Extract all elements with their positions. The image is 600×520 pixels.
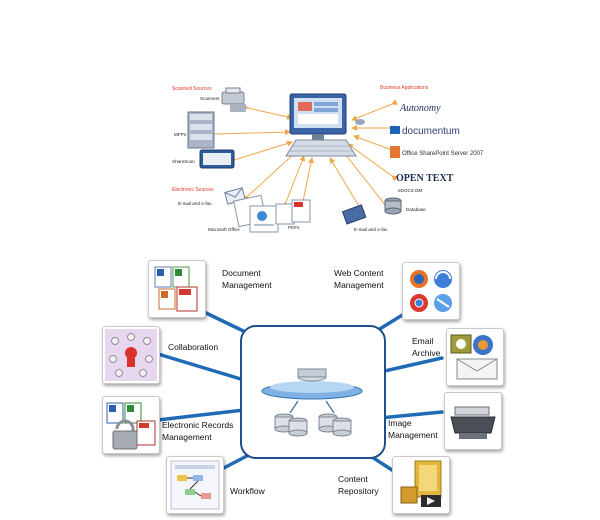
database-icon (384, 197, 402, 215)
database-icon-left (274, 413, 308, 437)
electronic-records-management-tile[interactable] (102, 396, 160, 454)
folder-media-icon (400, 460, 442, 507)
workflow-label: Workflow (230, 486, 265, 496)
web-content-management-label: Web Content Management (334, 268, 384, 290)
top-integration-diagram: Scanned Sources Scanners MFPs ShareScan … (172, 85, 484, 233)
document-management-label: Document Management (222, 268, 272, 290)
emc-mark (390, 126, 400, 134)
microsoft-office-label: Microsoft Office (208, 227, 240, 232)
scanners-label: Scanners (200, 96, 220, 101)
workflow-chart-icon (170, 460, 220, 510)
scanner-icon (450, 406, 496, 439)
hub-graphic (261, 368, 363, 437)
mfps-label: MFPs (174, 132, 187, 137)
collaboration-tile[interactable] (102, 326, 160, 384)
email-archive-label: Email Archive (412, 336, 441, 358)
people-circle-icon (105, 329, 157, 381)
database-label: Database (406, 207, 426, 212)
web-content-management-tile[interactable] (402, 262, 460, 320)
email-efax-left-label: E-mail and e-fax (178, 201, 212, 206)
office-documents-icon (154, 266, 198, 312)
image-management-tile[interactable] (444, 392, 502, 450)
sharepoint-icon (390, 146, 400, 158)
document-management-tile[interactable] (148, 260, 206, 318)
email-efax-right-label: E-mail and e-fax (354, 227, 388, 232)
image-management-label: Image Management (388, 418, 438, 440)
workflow-tile[interactable] (166, 456, 224, 514)
scanner-icon (221, 87, 246, 112)
email-archive-tile[interactable] (446, 328, 504, 386)
content-repository-tile[interactable] (392, 456, 450, 514)
ecm-platform-hub (240, 325, 386, 459)
business-applications-heading: Business Applications (380, 85, 429, 91)
sharescan-label: ShareScan (172, 159, 195, 164)
documentum-logo: documentum (402, 126, 460, 137)
email-archive-icon (450, 334, 498, 380)
scanned-sources-heading: Scanned Sources (172, 86, 212, 92)
locked-documents-icon (106, 402, 156, 450)
workstation-icon (285, 93, 365, 157)
database-icon-right (318, 413, 352, 437)
sharepoint-logo: Office SharePoint Server 2007 (402, 151, 484, 157)
electronic-records-management-label: Electronic Records Management (162, 420, 234, 442)
mfp-icon (187, 111, 215, 149)
flow-arrows (208, 99, 398, 214)
pdf-icon (275, 199, 311, 225)
pdfs-label: PDFs (288, 225, 300, 230)
email-icon-right (341, 204, 367, 225)
opentext-logo: OPEN TEXT (396, 173, 454, 184)
content-repository-label: Content Repository (338, 474, 379, 496)
collaboration-label: Collaboration (168, 342, 219, 352)
office-docs-icon (233, 194, 279, 233)
autonomy-logo: Autonomy (399, 103, 441, 114)
web-browsers-icon (410, 270, 452, 312)
sharescan-icon (199, 149, 235, 169)
edocs-dm-label: eDOCS DM (398, 188, 422, 193)
electronic-sources-heading: Electronic Sources (172, 187, 214, 193)
